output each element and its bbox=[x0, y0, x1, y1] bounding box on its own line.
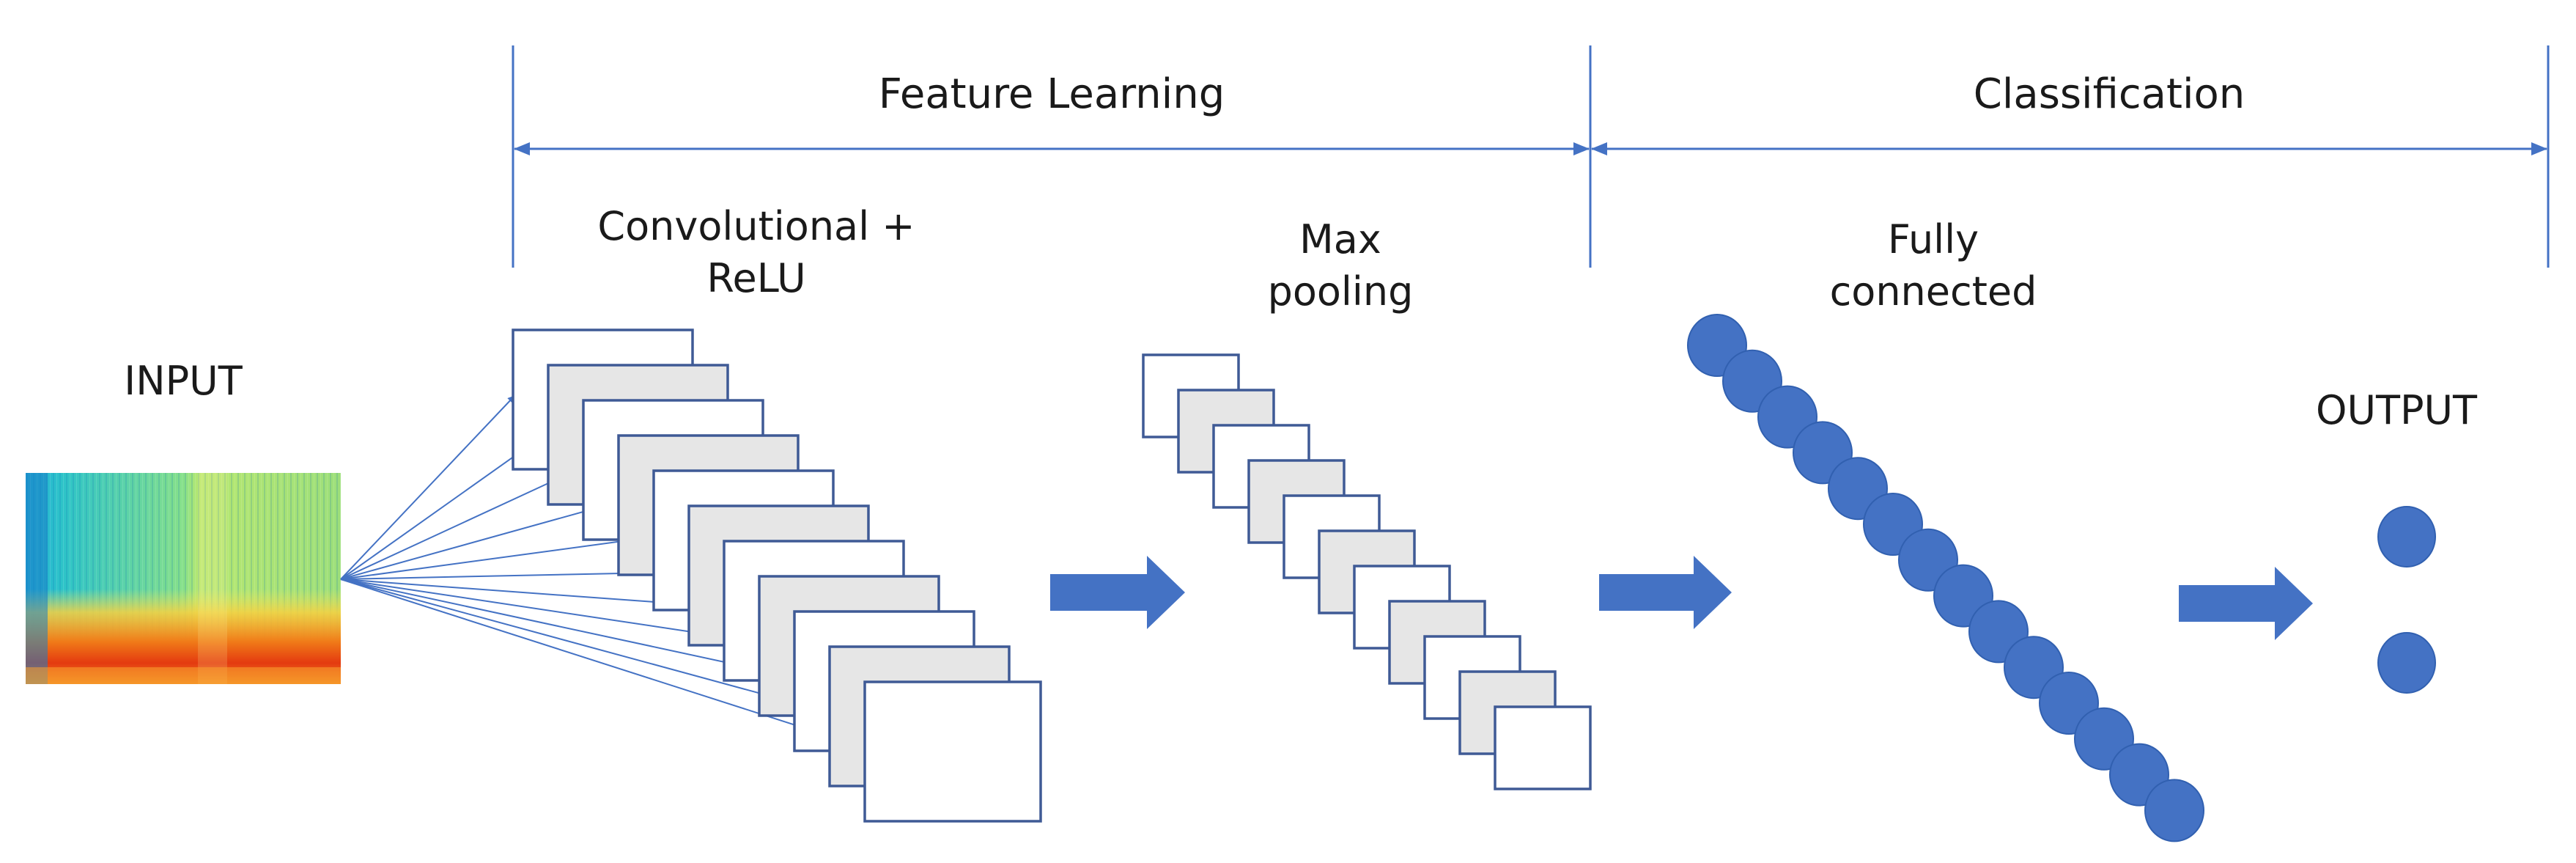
connection-line bbox=[340, 534, 656, 580]
fc-neuron bbox=[2144, 779, 2204, 842]
fc-label-line1: Fully bbox=[1888, 216, 1979, 262]
feature-learning-title: Feature Learning bbox=[879, 70, 1225, 118]
conv-label-line1: Convolutional + bbox=[597, 203, 915, 249]
input-label: INPUT bbox=[124, 358, 243, 404]
conv-label-line2: ReLU bbox=[706, 255, 805, 301]
fc-to-output-arrow bbox=[2179, 567, 2313, 640]
classification-title: Classification bbox=[1974, 70, 2245, 118]
stage-brackets: Feature Learning Classification bbox=[512, 45, 2550, 268]
connection-line bbox=[340, 579, 797, 680]
output-neuron bbox=[2377, 506, 2436, 568]
pooled-map-stack bbox=[1142, 353, 1592, 790]
connection-line bbox=[340, 499, 621, 580]
connection-line bbox=[340, 466, 586, 580]
connection-line bbox=[340, 579, 832, 715]
fully-connected-layer bbox=[1687, 314, 2204, 842]
conv-feature-map bbox=[863, 680, 1042, 823]
conv-to-pool-arrow bbox=[1050, 556, 1185, 629]
output-layer bbox=[2377, 506, 2436, 694]
pooled-map bbox=[1494, 705, 1592, 790]
connection-line bbox=[340, 579, 867, 750]
output-neuron bbox=[2377, 632, 2436, 694]
conv-feature-map-stack bbox=[512, 328, 1042, 823]
pool-label-line2: pooling bbox=[1268, 268, 1414, 315]
input-spectrogram-image bbox=[26, 473, 341, 684]
pool-label-line1: Max bbox=[1299, 216, 1381, 262]
connection-line bbox=[340, 395, 515, 580]
fc-label-line2: connected bbox=[1830, 268, 2037, 315]
pool-to-fc-arrow bbox=[1599, 556, 1732, 629]
output-label: OUTPUT bbox=[2316, 387, 2478, 433]
